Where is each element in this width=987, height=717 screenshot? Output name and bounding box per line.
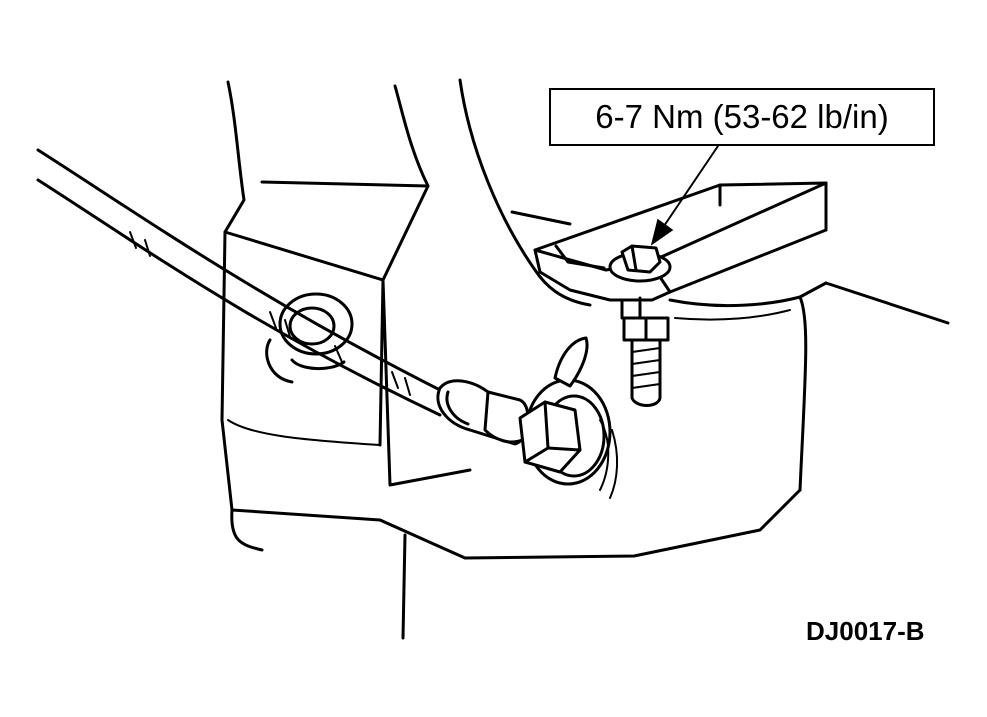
- torque-callout: 6-7 Nm (53-62 lb/in): [549, 88, 935, 146]
- shift-cable: [36, 148, 452, 417]
- callout-leader: [650, 145, 719, 246]
- figure-code: DJ0017-B: [806, 616, 925, 646]
- bracket-bolt: [608, 244, 672, 407]
- shift-lever-nut: [518, 336, 619, 499]
- mounting-bracket: [510, 181, 950, 492]
- cable-end-fitting: [436, 379, 530, 446]
- transmission-housing: [220, 78, 802, 640]
- torque-label: 6-7 Nm (53-62 lb/in): [595, 98, 889, 135]
